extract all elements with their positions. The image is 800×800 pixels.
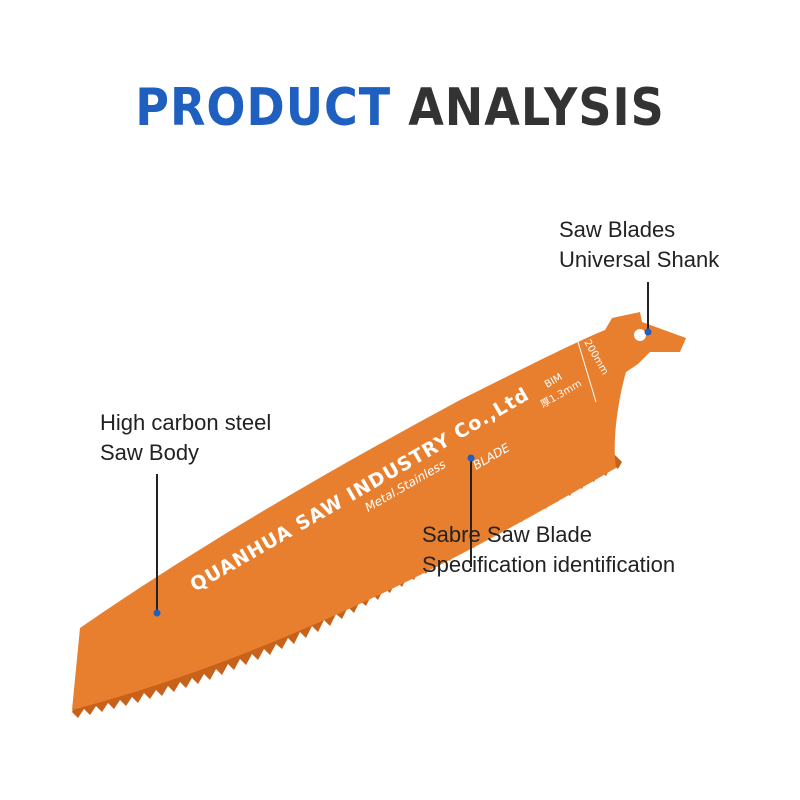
callout-label-spec: Sabre Saw Blade Specification identifica… bbox=[422, 520, 675, 580]
page-title: PRODUCT ANALYSIS bbox=[0, 77, 800, 137]
callout-shank-line2: Universal Shank bbox=[559, 247, 720, 272]
callout-label-shank: Saw Blades Universal Shank bbox=[559, 215, 719, 275]
callout-label-body: High carbon steel Saw Body bbox=[100, 408, 271, 468]
callout-dot-shank bbox=[644, 328, 652, 336]
blade-body bbox=[72, 312, 686, 710]
blade-spec-divider bbox=[577, 341, 597, 403]
callout-shank-line1: Saw Blades bbox=[559, 217, 676, 242]
callout-body-line1: High carbon steel bbox=[100, 410, 272, 435]
title-word-product: PRODUCT bbox=[135, 76, 392, 138]
callout-dot-body bbox=[153, 609, 161, 617]
callout-spec-line1: Sabre Saw Blade bbox=[422, 522, 592, 547]
callout-body-line2: Saw Body bbox=[100, 440, 200, 465]
callout-dot-spec bbox=[467, 454, 475, 462]
title-word-analysis: ANALYSIS bbox=[408, 76, 665, 138]
shank-hole bbox=[634, 329, 646, 341]
callout-spec-line2: Specification identification bbox=[422, 552, 676, 577]
